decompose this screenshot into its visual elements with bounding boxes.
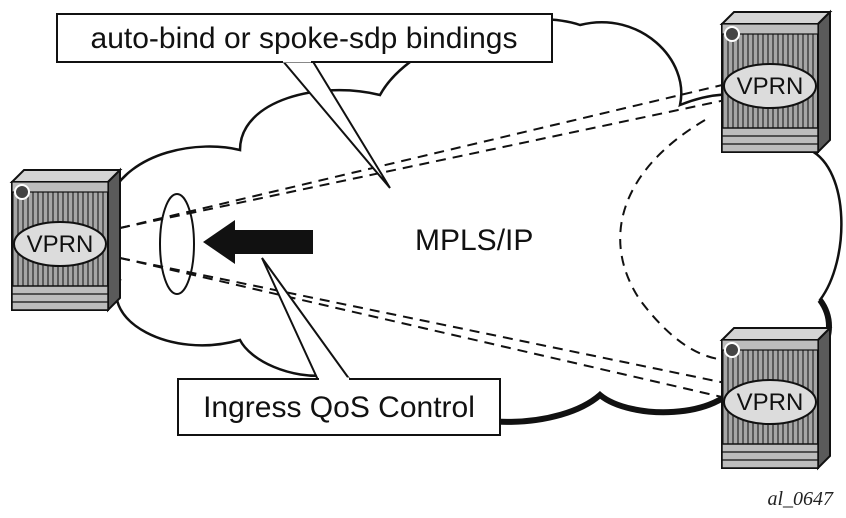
- ingress-ellipse: [159, 193, 195, 295]
- router-status-dot: [724, 26, 740, 42]
- binding-line-lower-2: [119, 257, 736, 401]
- router-label: VPRN: [27, 231, 94, 258]
- binding-line-upper-2: [119, 97, 736, 229]
- inner-dashed-path: [619, 119, 731, 361]
- binding-line-upper-1: [119, 81, 736, 229]
- network-label: MPLS/IP: [415, 224, 533, 257]
- router-status-dot: [14, 184, 30, 200]
- binding-line-lower-1: [119, 257, 736, 386]
- router-bottom-right: VPRN: [721, 327, 831, 469]
- top-callout-box: [56, 13, 553, 63]
- router-left: VPRN: [11, 169, 121, 311]
- figure-id: al_0647: [767, 488, 834, 510]
- router-label-badge: [723, 63, 817, 109]
- router-label-badge: [13, 221, 107, 267]
- router-top-right: VPRN: [721, 11, 831, 153]
- router-label-badge: [723, 379, 817, 425]
- router-label: VPRN: [737, 73, 804, 100]
- top-callout-text: auto-bind or spoke-sdp bindings: [91, 22, 518, 55]
- router-label: VPRN: [737, 389, 804, 416]
- router-status-dot: [724, 342, 740, 358]
- ingress-arrow-icon: [203, 220, 313, 264]
- bottom-callout-text: Ingress QoS Control: [203, 391, 475, 424]
